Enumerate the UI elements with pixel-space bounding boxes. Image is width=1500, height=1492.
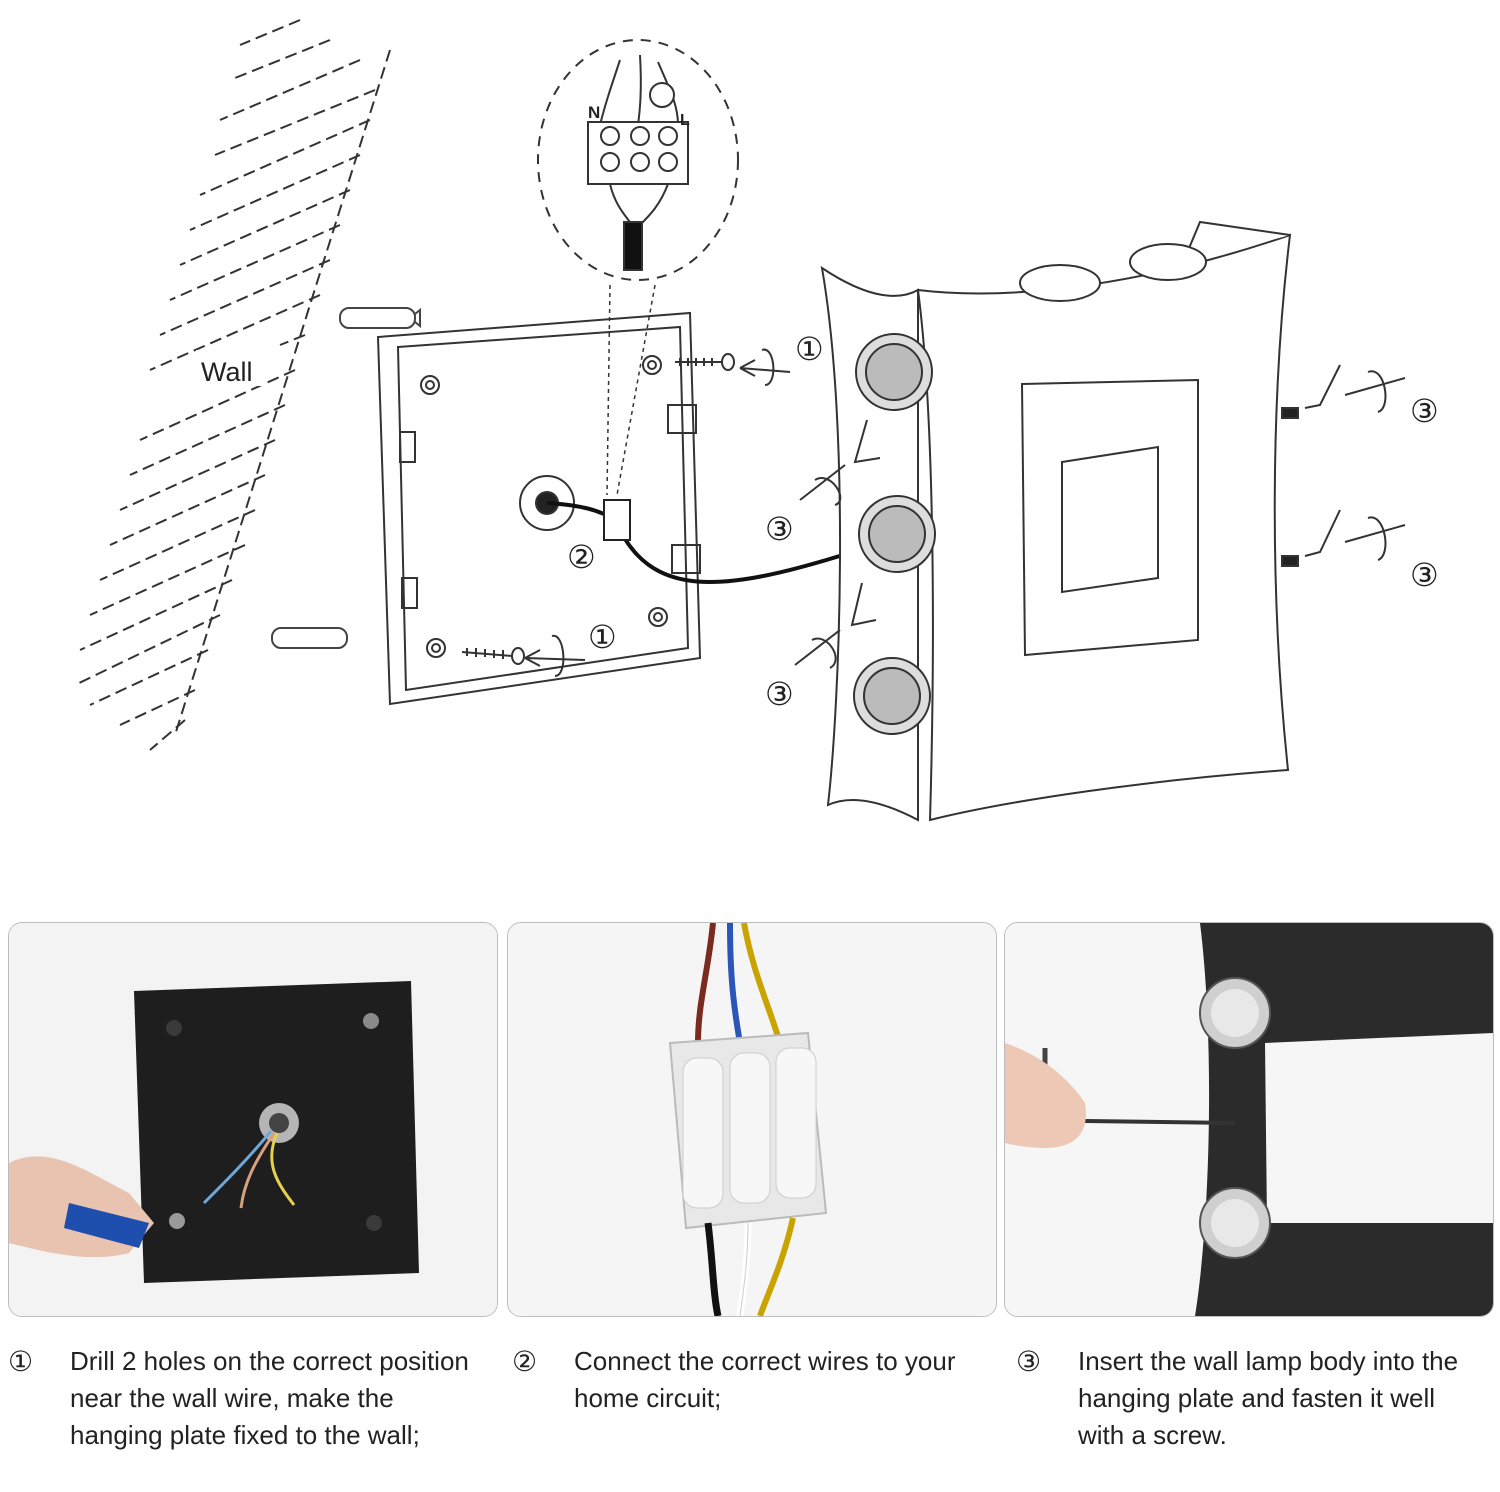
installation-diagram: Wall [74, 19, 1439, 822]
screw-top [675, 348, 791, 386]
wall-anchor-top [339, 307, 421, 329]
wall-anchor-bottom [271, 627, 348, 649]
step-2-illustration [508, 923, 996, 1316]
step-3-text: Insert the wall lamp body into the hangi… [1078, 1346, 1459, 1450]
marker-step-3-right-top: ③ [1410, 393, 1439, 429]
step-3-illustration [1005, 923, 1493, 1316]
wall-hatching [74, 19, 391, 751]
step-3-photo [1004, 922, 1494, 1317]
step-2-number: ② [512, 1346, 538, 1377]
hex-key-right-top [1281, 364, 1406, 419]
terminal-label-live: L [680, 112, 690, 129]
wire-connector-small [603, 499, 631, 541]
step-3-number: ③ [1016, 1346, 1042, 1377]
step-1-photo [8, 922, 498, 1317]
marker-step-2: ② [567, 539, 596, 575]
hex-key-left-top [799, 419, 881, 506]
step-2-photo [507, 922, 997, 1317]
marker-step-1-top: ① [795, 331, 824, 367]
hex-key-left-bottom [794, 582, 877, 669]
terminal-label-neutral: N [588, 103, 600, 122]
step-2-text: Connect the correct wires to your home c… [574, 1346, 956, 1413]
step-1-number: ① [8, 1346, 34, 1377]
lamp-cable [546, 501, 866, 585]
marker-step-1-bottom: ① [588, 619, 617, 655]
hanging-plate [376, 311, 702, 706]
marker-step-3-right-bottom: ③ [1410, 557, 1439, 593]
marker-step-3-left-top: ③ [765, 511, 794, 547]
hex-key-right-bottom [1281, 509, 1406, 567]
marker-step-3-left-bottom: ③ [765, 676, 794, 712]
wall-label: Wall [201, 357, 253, 387]
terminal-block [587, 54, 689, 271]
lamp-lenses [853, 333, 936, 735]
step-1-text: Drill 2 holes on the correct position ne… [70, 1346, 469, 1450]
screw-bottom [461, 634, 586, 677]
step-1-illustration [9, 923, 497, 1316]
